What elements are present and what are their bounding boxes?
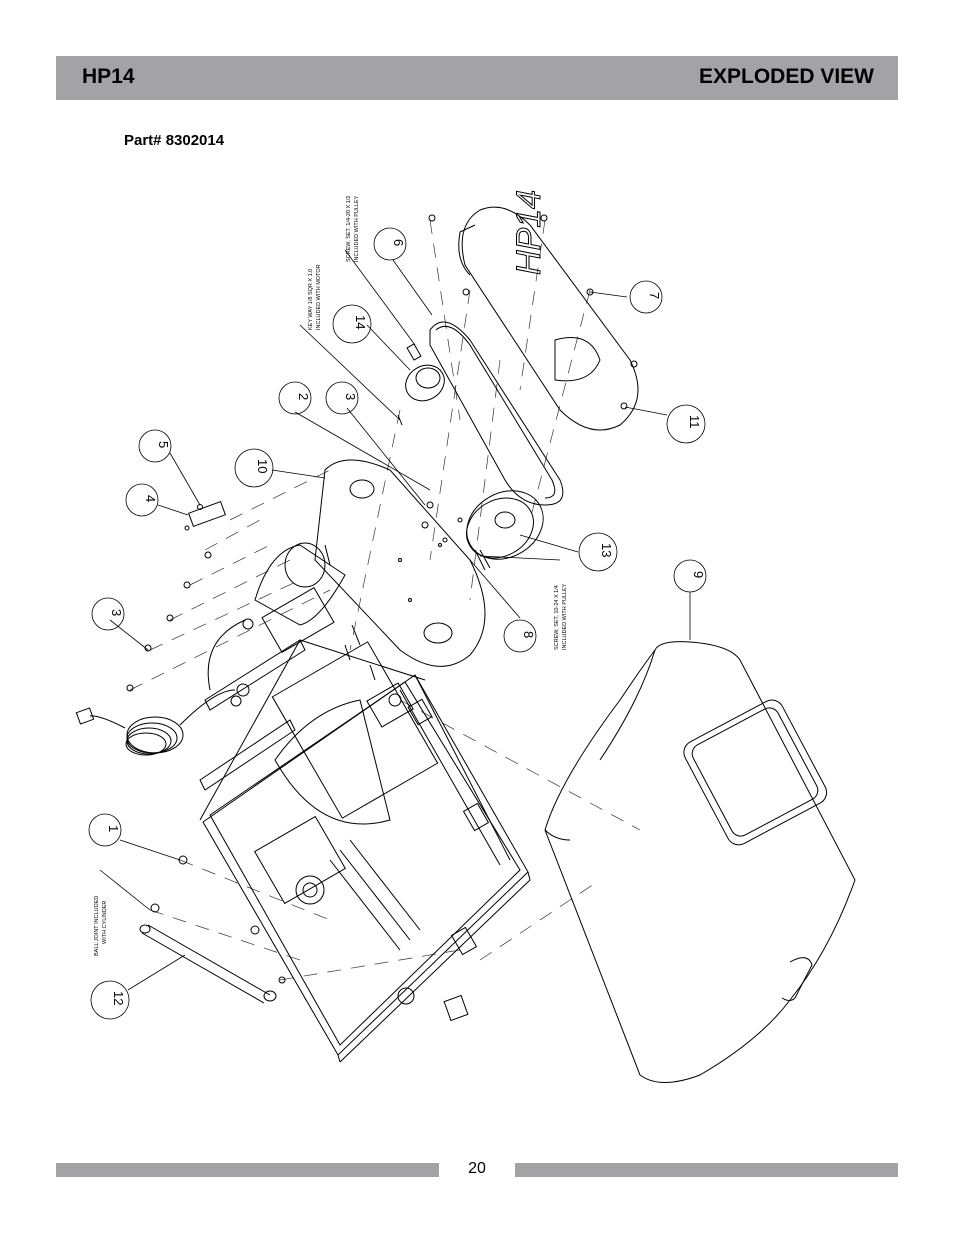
callout-11: 11 bbox=[687, 415, 702, 429]
callout-7: 7 bbox=[647, 292, 662, 299]
leader-lines bbox=[99, 249, 691, 991]
page-number: 20 bbox=[468, 1160, 486, 1177]
small-pulley bbox=[397, 343, 445, 426]
callout-13: 13 bbox=[599, 543, 614, 557]
footer-bar-right bbox=[515, 1163, 898, 1177]
callout-4: 4 bbox=[143, 495, 158, 502]
model-title: HP14 bbox=[82, 65, 135, 88]
motor bbox=[230, 542, 346, 707]
callout-1: 1 bbox=[106, 825, 121, 832]
part-number: Part# 8302014 bbox=[124, 132, 225, 149]
brand-logo: HP14 bbox=[510, 189, 601, 382]
note-screw-top-line1: SCREW, SET, 1/4-20 X 1/2 bbox=[346, 196, 352, 262]
power-cord bbox=[75, 619, 246, 756]
note-screw-bottom-line2: INCLUDED WITH PULLEY bbox=[562, 583, 568, 650]
callout-3b: 3 bbox=[343, 393, 358, 400]
belt-guard bbox=[428, 206, 639, 431]
mounting-plate bbox=[314, 459, 486, 681]
callout-3a: 3 bbox=[109, 609, 124, 616]
assembly-guide-lines bbox=[129, 219, 641, 981]
large-pulley bbox=[457, 490, 544, 571]
note-key-line2: INCLUDED WITH MOTOR bbox=[316, 264, 322, 330]
callout-14: 14 bbox=[353, 315, 368, 329]
small-fasteners bbox=[126, 500, 227, 692]
note-screw-bottom-line1: SCREW, SET, 10-24 X 1/4 bbox=[554, 585, 560, 650]
callout-circles bbox=[88, 227, 707, 1020]
base-housing bbox=[199, 639, 531, 1063]
callout-9: 9 bbox=[691, 571, 706, 578]
callout-2: 2 bbox=[296, 393, 311, 400]
footer-bar-left bbox=[56, 1163, 439, 1177]
note-ball-joint-line2: WITH CYLINDER bbox=[102, 901, 108, 944]
note-screw-top-line2: INCLUDED WITH PULLEY bbox=[354, 195, 360, 262]
header-bar: HP14 EXPLODED VIEW bbox=[56, 56, 898, 100]
cylinder bbox=[139, 855, 286, 1004]
top-cover bbox=[544, 641, 856, 1083]
note-key-line1: KEY WAY 1/8 SQR X 1.0 bbox=[308, 269, 314, 330]
note-ball-joint-line1: BALL JOINT INCLUDED bbox=[94, 896, 100, 956]
callout-5: 5 bbox=[156, 441, 171, 448]
callout-6: 6 bbox=[391, 239, 406, 246]
drive-belt bbox=[429, 321, 564, 506]
callout-12: 12 bbox=[111, 991, 126, 1005]
callout-labels: 1 2 3 3 4 5 6 7 8 9 10 11 12 13 14 bbox=[106, 239, 706, 1005]
internal-mechanism bbox=[199, 639, 439, 951]
callout-10: 10 bbox=[255, 459, 270, 473]
callout-8: 8 bbox=[521, 631, 536, 638]
belt-guard-logo-text: HP14 bbox=[510, 190, 548, 275]
notes: KEY WAY 1/8 SQR X 1.0 INCLUDED WITH MOTO… bbox=[94, 195, 568, 956]
section-title: EXPLODED VIEW bbox=[698, 65, 874, 88]
